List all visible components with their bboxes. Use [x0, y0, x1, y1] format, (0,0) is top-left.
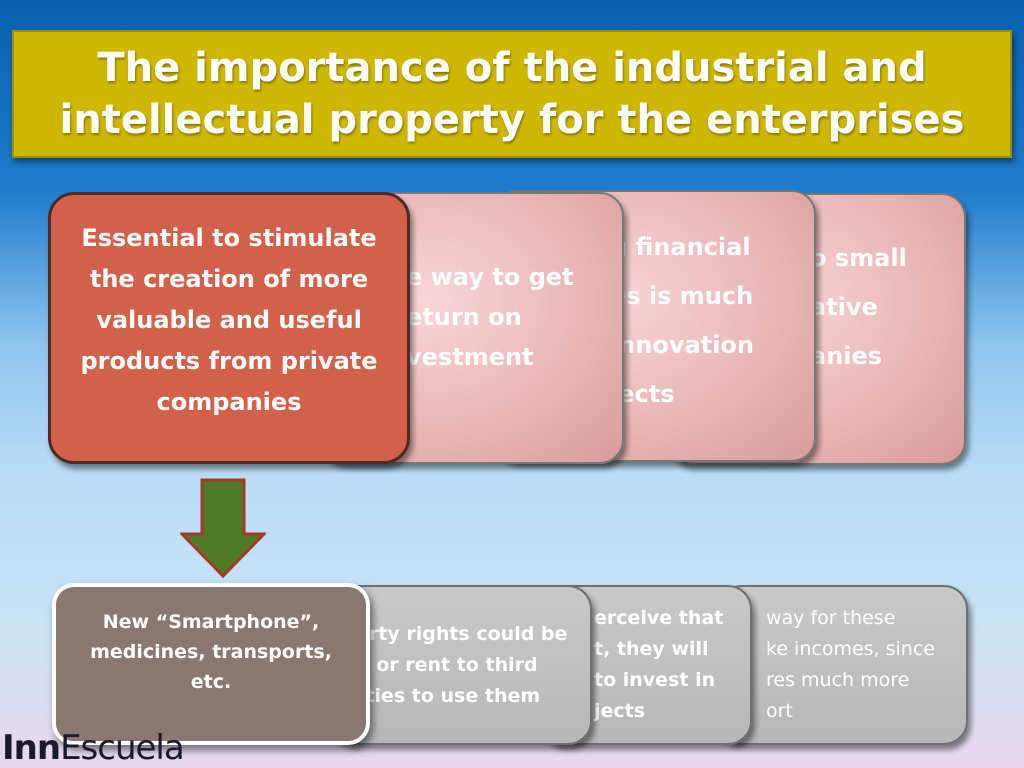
bottom-card-2: erty rights could be d or rent to third …: [330, 585, 592, 745]
logo-rest-text: Escuela: [60, 728, 185, 768]
slide-title-line-2: intellectual property for the enterprise…: [59, 97, 965, 143]
top-card-main-text: Essential to stimulate the creation of m…: [80, 223, 378, 416]
title-banner: The importance of the industrial and int…: [12, 30, 1012, 158]
bottom-card-main-text: New “Smartphone”, medicines, transports,…: [90, 611, 332, 693]
arrow-down-icon: [180, 478, 266, 578]
logo-bold-text: Inn: [2, 728, 61, 768]
bottom-card-3-text: erceive that t, they will to invest in j…: [594, 607, 724, 722]
top-card-4-text: o small ative anies: [810, 243, 907, 370]
top-card-main: Essential to stimulate the creation of m…: [48, 192, 410, 464]
slide-title-line-1: The importance of the industrial and: [97, 45, 927, 91]
bottom-card-2-text: erty rights could be d or rent to third …: [356, 622, 568, 707]
bottom-card-4: way for these ke incomes, since res much…: [718, 585, 968, 745]
bottom-card-main: New “Smartphone”, medicines, transports,…: [52, 583, 370, 745]
slide-title: The importance of the industrial and int…: [60, 42, 965, 146]
top-card-2-text: e way to get eturn on vestment: [406, 263, 574, 371]
bottom-card-4-text: way for these ke incomes, since res much…: [766, 607, 935, 722]
